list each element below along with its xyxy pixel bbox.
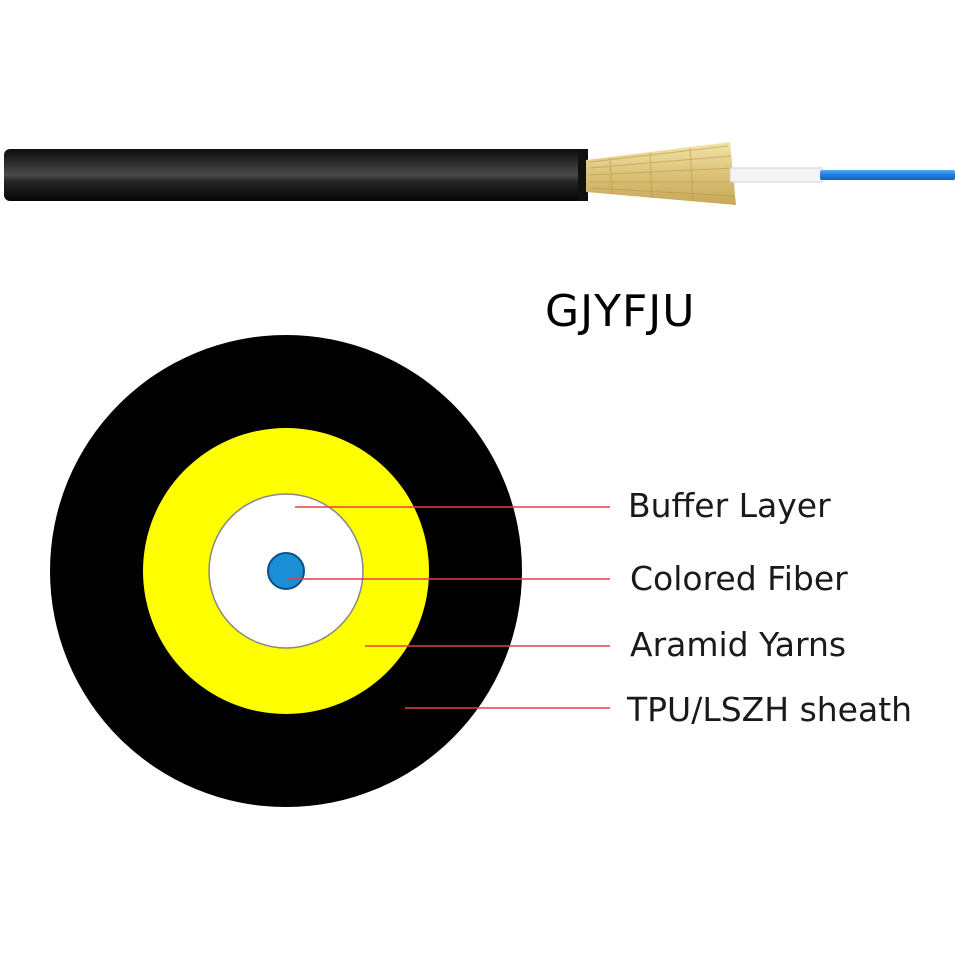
aramid-yarn-bundle — [586, 142, 736, 205]
cable-model-title: GJYFJU — [545, 286, 696, 337]
cross-section — [50, 335, 522, 807]
jacket-end — [578, 149, 588, 201]
colored-fiber-strand — [820, 170, 955, 180]
label-sheath: TPU/LSZH sheath — [627, 690, 913, 729]
label-aramid-yarns: Aramid Yarns — [630, 625, 847, 664]
fiber-core — [267, 552, 305, 590]
outer-jacket — [4, 149, 588, 201]
tight-buffer — [729, 167, 823, 183]
label-colored-fiber: Colored Fiber — [630, 559, 848, 598]
label-buffer-layer: Buffer Layer — [628, 486, 831, 525]
cable-side-view — [4, 142, 955, 205]
leader-lines — [287, 506, 610, 709]
